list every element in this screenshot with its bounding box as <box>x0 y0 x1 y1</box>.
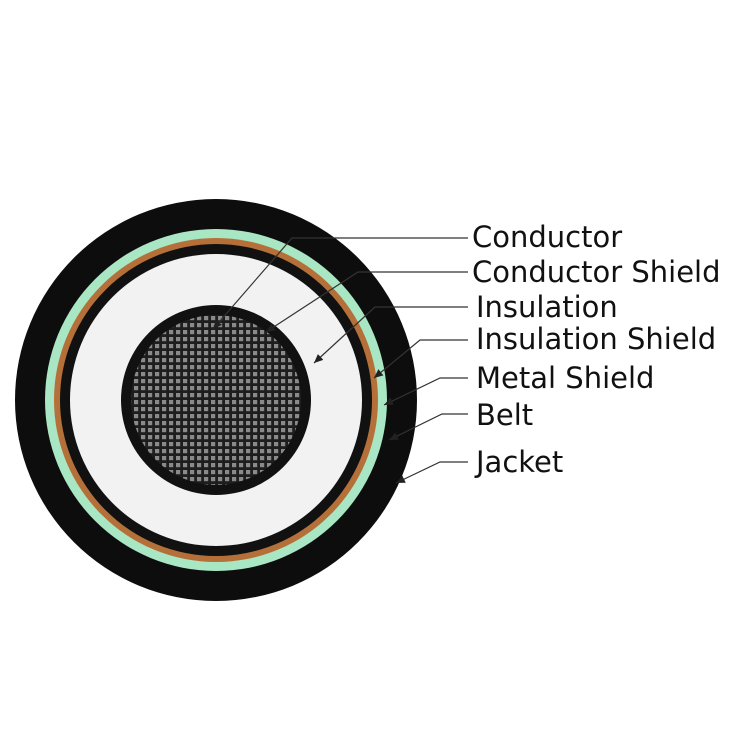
label-conductor: Conductor <box>472 220 623 254</box>
leader-line-jacket <box>395 461 468 484</box>
label-jacket: Jacket <box>476 445 564 479</box>
leader-line-belt <box>388 413 468 441</box>
label-metal-shield: Metal Shield <box>476 361 655 395</box>
conductor-core <box>131 315 301 485</box>
label-insulation-shield: Insulation Shield <box>476 322 717 356</box>
label-belt: Belt <box>476 398 534 432</box>
leader-line-insulation <box>313 306 468 364</box>
leader-line-conductor <box>212 237 468 330</box>
leader-line-metal-shield <box>383 377 468 406</box>
label-insulation: Insulation <box>476 290 618 324</box>
leader-line-conductor-shield <box>265 271 468 333</box>
leader-line-insulation-shield <box>373 339 468 379</box>
label-conductor-shield: Conductor Shield <box>472 255 721 289</box>
leader-lines <box>212 237 468 484</box>
